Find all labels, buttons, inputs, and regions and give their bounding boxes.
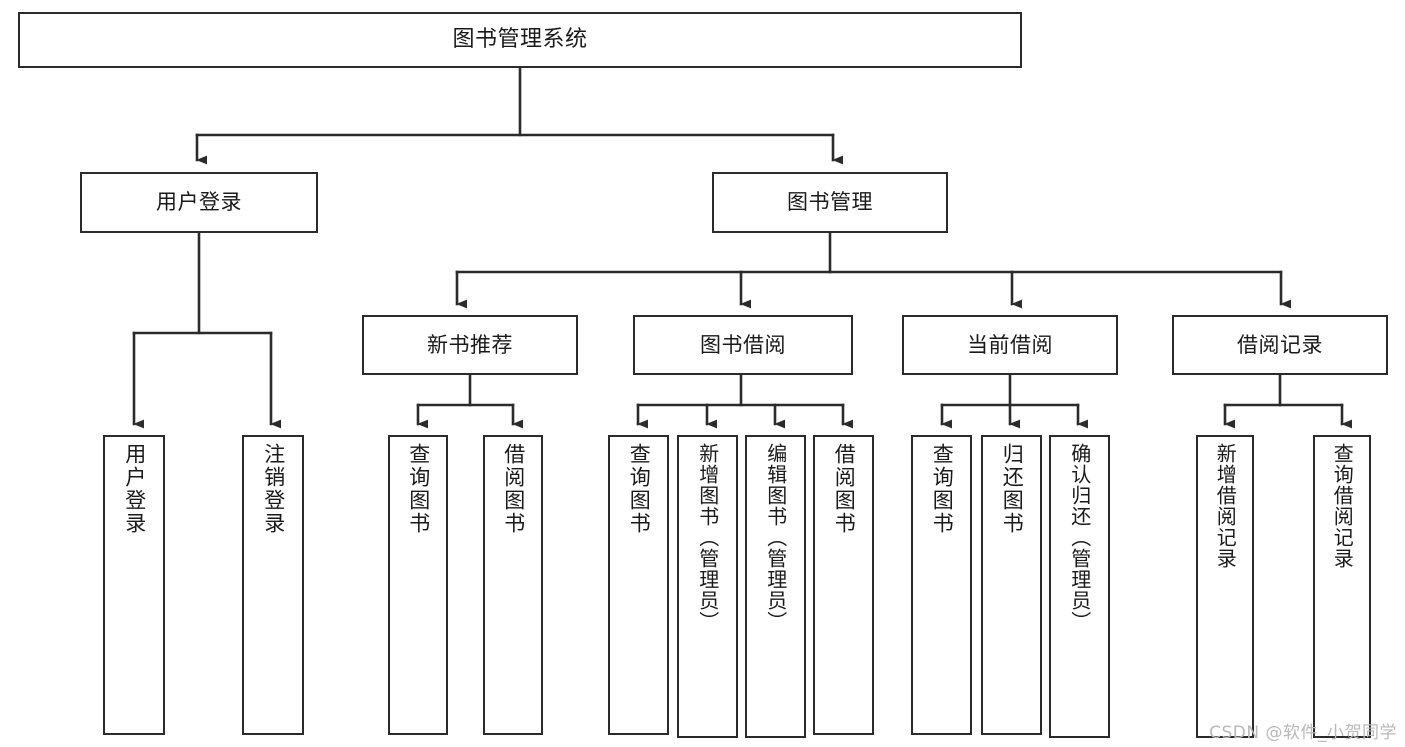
node-current-borrow[interactable]: 当前借阅 — [902, 315, 1118, 375]
node-label: 确认归还（管理员） — [1067, 443, 1092, 632]
node-label: 用户登录 — [122, 443, 147, 535]
node-label: 归还图书 — [1000, 443, 1025, 535]
leaf-query-book-recommend[interactable]: 查询图书 — [388, 435, 448, 735]
node-label: 借阅记录 — [1237, 332, 1323, 357]
node-borrow-record[interactable]: 借阅记录 — [1172, 315, 1388, 375]
leaf-return-book[interactable]: 归还图书 — [981, 435, 1042, 735]
leaf-confirm-return-admin[interactable]: 确认归还（管理员） — [1049, 435, 1110, 738]
node-label: 借阅图书 — [501, 443, 526, 535]
node-book-borrow[interactable]: 图书借阅 — [633, 315, 853, 375]
node-label: 新书推荐 — [427, 332, 513, 357]
node-label: 图书借阅 — [700, 332, 786, 357]
node-root-book-management-system[interactable]: 图书管理系统 — [18, 12, 1022, 68]
node-user-login[interactable]: 用户登录 — [80, 172, 318, 233]
node-book-management[interactable]: 图书管理 — [712, 172, 948, 233]
leaf-add-borrow-record[interactable]: 新增借阅记录 — [1196, 435, 1254, 738]
node-label: 借阅图书 — [832, 443, 857, 535]
leaf-logout[interactable]: 注销登录 — [242, 435, 304, 735]
node-label: 当前借阅 — [967, 332, 1053, 357]
leaf-query-book-borrow[interactable]: 查询图书 — [608, 435, 669, 735]
node-label: 新增图书（管理员） — [695, 443, 720, 632]
node-label: 图书管理系统 — [452, 27, 588, 53]
node-label: 查询图书 — [406, 443, 431, 535]
leaf-edit-book-admin[interactable]: 编辑图书（管理员） — [745, 435, 806, 738]
leaf-borrow-book-recommend[interactable]: 借阅图书 — [483, 435, 543, 735]
leaf-borrow-book[interactable]: 借阅图书 — [813, 435, 874, 735]
node-label: 图书管理 — [787, 190, 873, 215]
node-label: 新增借阅记录 — [1213, 443, 1238, 569]
watermark: CSDN @软件_小贺同学 — [1209, 723, 1397, 743]
node-label: 查询借阅记录 — [1330, 443, 1355, 569]
leaf-query-borrow-record[interactable]: 查询借阅记录 — [1313, 435, 1371, 738]
node-label: 查询图书 — [930, 443, 955, 535]
node-label: 查询图书 — [627, 443, 652, 535]
node-label: 注销登录 — [261, 443, 286, 535]
node-label: 编辑图书（管理员） — [763, 443, 788, 632]
leaf-user-login[interactable]: 用户登录 — [103, 435, 165, 735]
node-new-book-recommend[interactable]: 新书推荐 — [362, 315, 578, 375]
leaf-query-book-current[interactable]: 查询图书 — [911, 435, 972, 735]
leaf-add-book-admin[interactable]: 新增图书（管理员） — [677, 435, 738, 738]
node-label: 用户登录 — [156, 190, 242, 215]
